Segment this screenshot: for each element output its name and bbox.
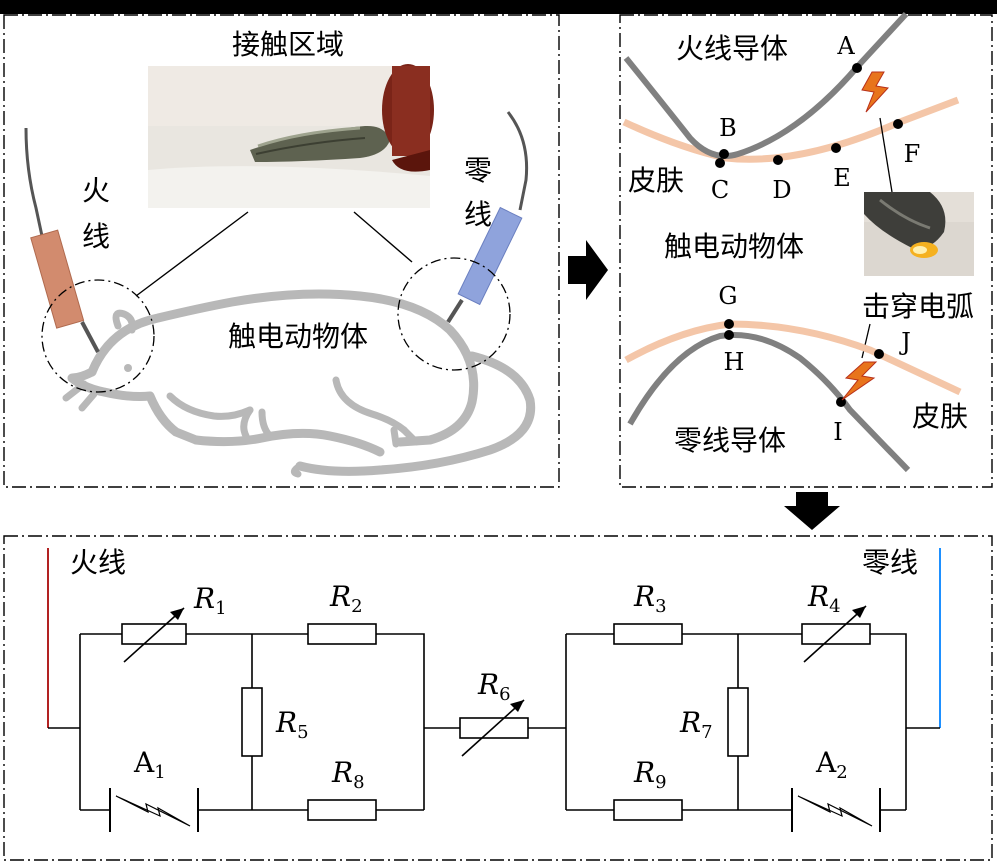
svg-text:J: J bbox=[898, 328, 911, 356]
panel-left: 接触区域 bbox=[3, 14, 560, 488]
resistor-R5 bbox=[241, 687, 263, 757]
live-conductor-label: 火线导体 bbox=[676, 32, 788, 65]
neutral-probe-tip bbox=[446, 298, 464, 324]
points-bottom: G H J I bbox=[718, 282, 910, 446]
arc-label-leader bbox=[861, 323, 871, 359]
label-R9: R9 bbox=[633, 756, 667, 793]
svg-text:C: C bbox=[711, 176, 729, 204]
label-A1: A1 bbox=[133, 746, 166, 783]
point-D bbox=[773, 155, 783, 165]
panel-right: 火线导体 A B C D E F 皮肤 触电动物体 bbox=[619, 11, 993, 488]
animal-label-right: 触电动物体 bbox=[664, 230, 804, 263]
skin-label-bottom: 皮肤 bbox=[912, 400, 968, 433]
neutral-label: 零线 bbox=[862, 546, 918, 579]
neutral-wire-label-char2: 线 bbox=[464, 198, 492, 231]
neutral-wire-label-char1: 零 bbox=[464, 154, 492, 187]
circuit-wiring bbox=[48, 633, 940, 811]
neutral-probe-cable bbox=[506, 111, 529, 211]
skin-curve-top bbox=[622, 96, 960, 163]
label-R4: R4 bbox=[807, 580, 841, 617]
arrow-down-icon bbox=[784, 492, 840, 530]
neutral-probe bbox=[457, 206, 523, 306]
svg-text:H: H bbox=[724, 348, 745, 376]
live-wire-label-char2: 线 bbox=[82, 220, 110, 253]
point-F bbox=[893, 119, 903, 129]
svg-text:F: F bbox=[904, 140, 921, 168]
neutral-conductor-curve bbox=[627, 331, 911, 473]
live-wire-label-char1: 火 bbox=[82, 174, 110, 207]
resistor-R1 bbox=[121, 607, 187, 663]
point-A bbox=[852, 63, 862, 73]
label-R3: R3 bbox=[633, 580, 667, 617]
skin-label-top: 皮肤 bbox=[628, 164, 684, 197]
svg-text:G: G bbox=[718, 282, 737, 310]
point-J bbox=[874, 349, 884, 359]
resistor-R9 bbox=[613, 799, 683, 821]
arc-gap-A1 bbox=[109, 788, 199, 832]
animal-label-left: 触电动物体 bbox=[228, 320, 368, 353]
neutral-conductor-label: 零线导体 bbox=[674, 424, 786, 457]
label-R6: R6 bbox=[477, 668, 511, 705]
resistor-R8 bbox=[307, 799, 377, 821]
point-C bbox=[715, 158, 725, 168]
panel-left-frame bbox=[3, 14, 560, 488]
contact-photo bbox=[148, 64, 434, 208]
label-R2: R2 bbox=[329, 580, 363, 617]
svg-text:E: E bbox=[833, 164, 851, 192]
arc-label: 击穿电弧 bbox=[862, 290, 974, 323]
svg-text:D: D bbox=[772, 176, 791, 204]
svg-text:I: I bbox=[833, 418, 842, 446]
resistor-R3 bbox=[613, 623, 683, 645]
photo-leader-right bbox=[353, 211, 413, 263]
svg-text:B: B bbox=[719, 114, 737, 142]
live-probe-tip bbox=[80, 321, 100, 353]
panel-circuit-frame bbox=[3, 535, 993, 861]
label-R1: R1 bbox=[193, 582, 227, 619]
resistor-R4 bbox=[801, 605, 871, 663]
svg-text:A: A bbox=[836, 32, 855, 60]
photo-leader-left bbox=[135, 211, 249, 297]
contact-circle-live bbox=[41, 279, 155, 393]
live-probe-cable bbox=[24, 127, 44, 237]
label-R8: R8 bbox=[331, 756, 365, 793]
arrow-right-icon bbox=[568, 240, 608, 300]
point-G bbox=[724, 319, 734, 329]
point-E bbox=[831, 143, 841, 153]
contact-area-label: 接触区域 bbox=[232, 28, 344, 61]
label-R5: R5 bbox=[275, 706, 309, 743]
arc-photo bbox=[864, 192, 974, 276]
live-label: 火线 bbox=[70, 546, 126, 579]
contact-circle-neutral bbox=[397, 257, 511, 371]
arc-photo-leader bbox=[879, 117, 893, 193]
resistor-R7 bbox=[727, 687, 749, 757]
arc-lightning-bottom-icon bbox=[841, 361, 878, 401]
top-bar bbox=[0, 0, 997, 14]
points-top: A B C D E F bbox=[711, 32, 921, 204]
point-B bbox=[719, 149, 729, 159]
panel-right-frame bbox=[619, 14, 993, 488]
panel-circuit: 火线 零线 R1 R2 R5 bbox=[3, 535, 993, 861]
live-probe bbox=[30, 229, 85, 329]
label-R7: R7 bbox=[679, 706, 713, 743]
arc-gap-A2 bbox=[791, 788, 881, 832]
label-A2: A2 bbox=[815, 746, 848, 783]
resistor-R6 bbox=[459, 699, 529, 757]
resistor-R2 bbox=[307, 623, 377, 645]
point-H bbox=[724, 330, 734, 340]
arc-lightning-top-icon bbox=[861, 71, 889, 113]
